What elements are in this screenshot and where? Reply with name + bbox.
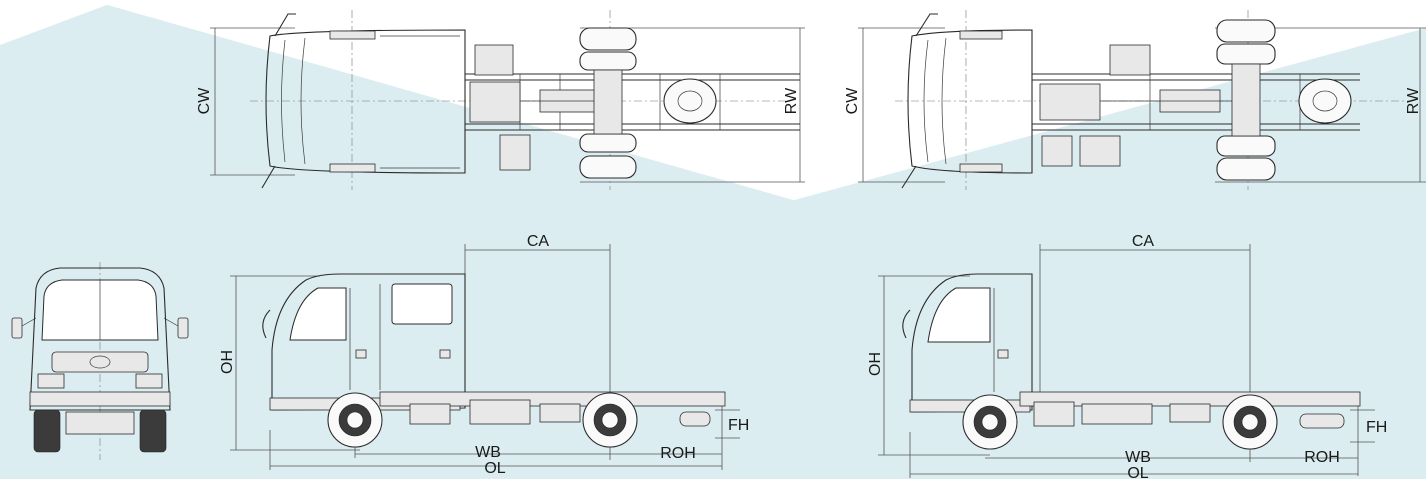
oh-label: OH (219, 350, 236, 374)
rw-label: RW (1405, 87, 1422, 114)
ol-label: OL (1127, 465, 1148, 479)
fh-label: FH (728, 417, 749, 434)
ol-label: OL (484, 460, 505, 477)
roh-label: ROH (660, 445, 696, 462)
fh-label: FH (1366, 419, 1387, 436)
cw-label: CW (844, 87, 861, 115)
oh-label: OH (867, 352, 884, 376)
wb-label: WB (1125, 449, 1151, 466)
rw-label: RW (783, 87, 800, 114)
cw-label: CW (196, 87, 213, 115)
front-view (11, 262, 189, 460)
left-top-view: CW RW (196, 10, 805, 190)
roh-label: ROH (1304, 449, 1340, 466)
wb-label: WB (475, 444, 501, 461)
ca-label: CA (1132, 233, 1155, 250)
left-side-view: OH CA FH WB ROH OL (219, 233, 749, 477)
right-top-view: CW RW (844, 10, 1426, 190)
ca-label: CA (527, 233, 550, 250)
right-side-view: OH CA FH WB ROH OL (867, 233, 1387, 479)
